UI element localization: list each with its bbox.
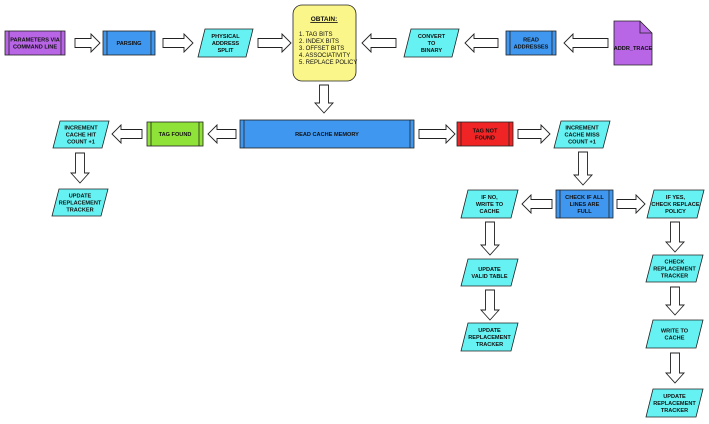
update_tracker_mid-label-2: TRACKER [476,342,503,348]
arrow-split-to-obtain [257,32,292,54]
inc_miss-label-2: COUNT +1 [568,140,596,146]
arrow-write-to-update-right [664,352,686,384]
obtain-title: OBTAIN: [311,16,338,23]
arrow-not-found-to-miss [517,123,551,145]
convert_binary-label-2: BINARY [421,48,443,54]
arrow-obtain-to-read-cache [313,84,335,114]
physical_split-label-0: PHYSICAL [211,34,240,40]
read-cache-memory-box: READ CACHE MEMORY [239,119,415,149]
update_valid_table-label-0: UPDATE [478,267,501,273]
arrow-cache-to-not-found [418,123,456,145]
addr-trace-document: ADDR_TRACE [613,20,653,66]
arrow-valid-to-update-mid [479,289,501,321]
inc_hit-label-0: INCREMENT [64,126,98,132]
parsing-box: PARSING [102,30,156,56]
inc_miss-label-0: INCREMENT [565,126,599,132]
arrow-params-to-parsing [74,32,101,54]
arrow-if-yes-to-check-tracker [664,221,686,253]
params-label-1: COMMAND LINE [13,45,57,51]
physical_split-label-1: ADDRESS [212,41,240,47]
tag_found-label-0: TAG FOUND [159,132,192,138]
check_lines_full-label-0: CHECK IF ALL [565,195,604,201]
obtain-item-4: 5. REPLACE POLICY [299,60,357,66]
addr_trace-label-0: ADDR_TRACE [614,46,653,52]
arrow-full-to-if-yes [616,193,646,215]
read_addresses-label-1: ADDRESSES [514,45,549,51]
tag_not_found-label-1: FOUND [475,136,495,142]
inc_hit-label-1: CACHE HIT [66,133,97,139]
params-label-0: PARAMETERS VIA [10,38,60,44]
if_no_write-label-1: WRITE TO [476,202,504,208]
arrow-if-no-to-valid-table [479,221,501,256]
arrow-parsing-to-split [162,32,194,54]
physical_split-label-2: SPLIT [218,48,234,54]
if_yes_check-label-1: CHECK REPLACE [651,202,699,208]
obtain-item-2: 3. OFFSET BITS [299,46,344,52]
arrow-check-to-write [664,286,686,316]
arrow-cache-to-tag-found [207,123,237,145]
update_tracker_right-label-1: REPLACEMENT [653,401,696,407]
tag-found-box: TAG FOUND [146,121,204,147]
check_tracker-label-1: REPLACEMENT [653,267,696,273]
convert_binary-label-1: TO [428,41,436,47]
read_addresses-label-0: READ [523,38,539,44]
obtain-item-3: 4. ASSOCIATIVITY [299,53,350,59]
arrow-read-to-convert [464,32,499,54]
inc_hit-label-2: COUNT +1 [67,140,95,146]
update_tracker_right-label-2: TRACKER [661,408,688,414]
arrow-hit-to-update-left [69,152,91,184]
inc_miss-label-1: CACHE MISS [564,133,599,139]
arrow-full-to-if-no [521,193,553,215]
if_yes_check-label-0: IF YES, [666,195,686,201]
arrow-trace-to-read [563,32,609,54]
check_tracker-label-2: TRACKER [661,274,688,280]
update_tracker_left-label-0: UPDATE [69,194,92,200]
update_valid_table-label-1: VALID TABLE [471,274,507,280]
check_tracker-label-0: CHECK [665,260,685,266]
parsing-label-0: PARSING [116,41,141,47]
arrow-miss-to-check-full [572,151,594,186]
convert_binary-label-0: CONVERT [418,34,446,40]
tag_not_found-label-0: TAG NOT [473,129,498,135]
obtain-item-1: 2. INDEX BITS [299,39,339,45]
arrow-convert-to-obtain [361,32,397,54]
if_yes_check-label-2: POLICY [665,209,686,215]
update_tracker_left-label-1: REPLACEMENT [59,201,102,207]
update_tracker_mid-label-0: UPDATE [478,328,501,334]
check_lines_full-label-1: LINES ARE [570,202,600,208]
update_tracker_left-label-2: TRACKER [66,208,93,214]
update_tracker_right-label-0: UPDATE [663,394,686,400]
arrow-tag-found-to-hit [111,123,143,145]
write_to_cache-label-0: WRITE TO [661,329,689,335]
write_to_cache-label-1: CACHE [665,336,685,342]
read_cache_memory-label-0: READ CACHE MEMORY [295,132,359,138]
obtain-item-0: 1. TAG BITS [299,32,332,38]
if_no_write-label-2: CACHE [480,209,500,215]
check_lines_full-label-2: FULL [577,209,592,215]
if_no_write-label-0: IF NO, [481,195,498,201]
update_tracker_mid-label-1: REPLACEMENT [468,335,511,341]
